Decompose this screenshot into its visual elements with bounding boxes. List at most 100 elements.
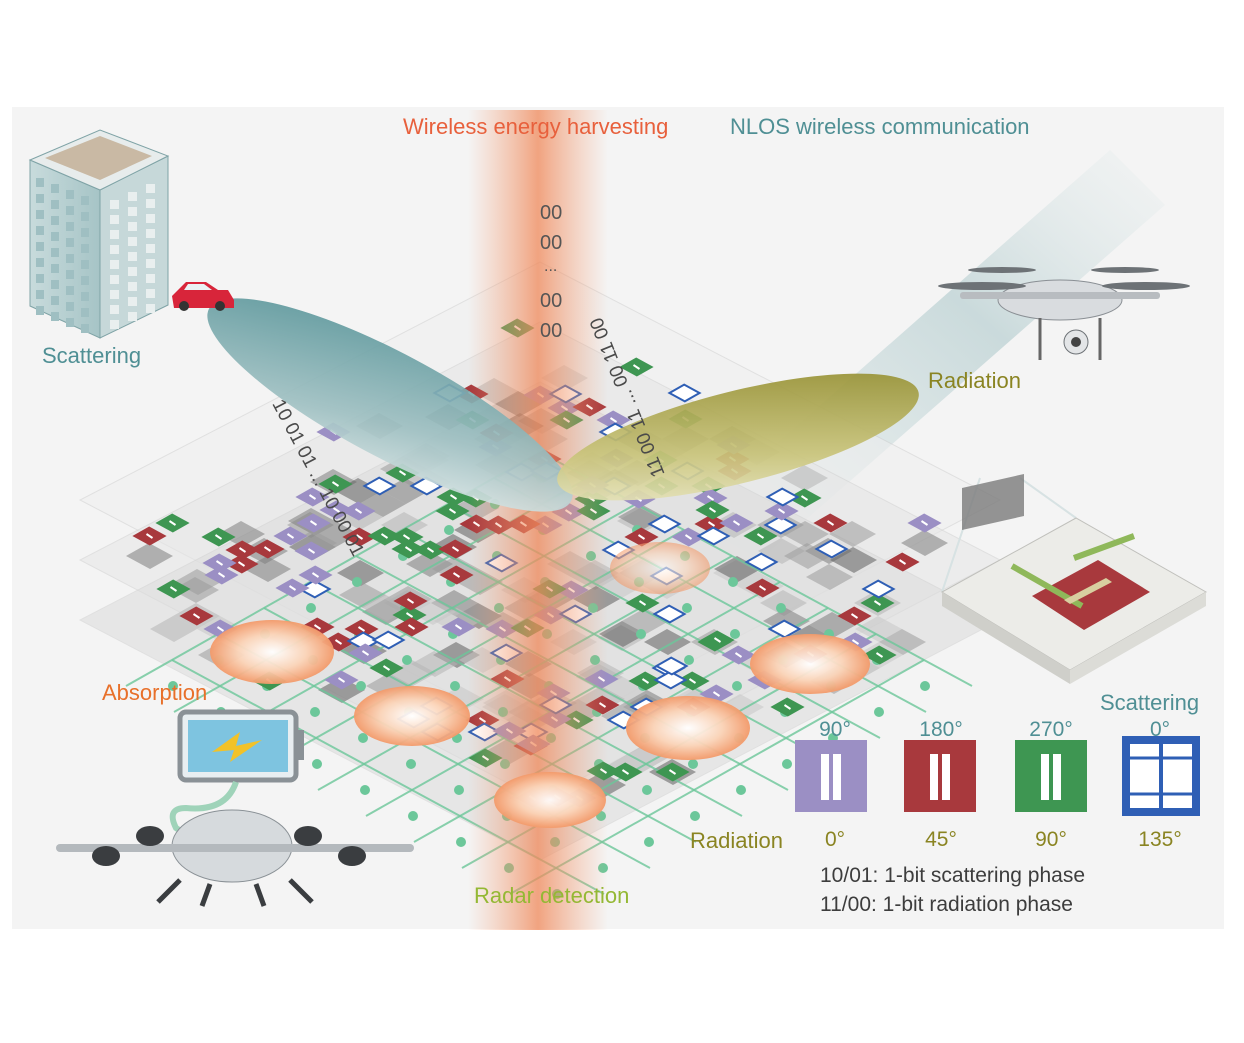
ground-drone-icon (56, 809, 414, 907)
unit-cell (225, 540, 260, 560)
feed-node (728, 577, 738, 587)
unit-cell (700, 630, 735, 650)
building-window (51, 232, 59, 241)
metasurface-tile (622, 608, 669, 634)
label-radar-detection: Radar detection (474, 883, 630, 908)
building-window (110, 245, 119, 254)
unit-cell (394, 617, 429, 637)
unit-cell (667, 383, 702, 403)
unit-cell (294, 541, 329, 561)
building-window (110, 200, 119, 209)
unit-cell (342, 527, 377, 547)
feed-node (920, 681, 930, 691)
building-window (81, 292, 89, 301)
building-window (81, 260, 89, 269)
feed-node (456, 837, 466, 847)
metasurface-tile (717, 694, 764, 720)
building-window (128, 192, 137, 201)
feed-node (454, 785, 464, 795)
feed-node (874, 707, 884, 717)
radiation-phase: 45° (925, 828, 957, 851)
label-absorption: Absorption (102, 680, 208, 705)
building-window (51, 248, 59, 257)
scattering-lobe (207, 298, 573, 512)
feed-node (644, 837, 654, 847)
building-window (36, 178, 44, 187)
drone-icon (938, 267, 1190, 360)
building-window (36, 274, 44, 283)
unit-cell (275, 578, 310, 598)
metasurface-tile (150, 616, 197, 642)
building-window (51, 264, 59, 273)
radiation-phase: 135° (1138, 828, 1182, 851)
unit-cell-zoom (941, 474, 1208, 684)
unit-cell (438, 539, 473, 559)
building-window (146, 229, 155, 238)
absorption-spot (626, 696, 750, 760)
building-window (36, 290, 44, 299)
unit-cell (132, 526, 167, 546)
feed-node (358, 733, 368, 743)
scattering-phase: 180° (919, 718, 963, 741)
legend-unit-cell (904, 740, 976, 812)
unit-cell (860, 593, 895, 613)
building-window (110, 215, 119, 224)
building-window (36, 258, 44, 267)
metasurface-tile (830, 547, 877, 573)
unit-cell (719, 513, 754, 533)
metasurface-tile (312, 521, 359, 547)
feed-node (402, 655, 412, 665)
metasurface-tile (318, 677, 365, 703)
building-icon (28, 129, 170, 339)
unit-cell (653, 670, 688, 690)
building-window (36, 226, 44, 235)
metasurface-tile (760, 590, 807, 616)
building-window (81, 244, 89, 253)
building-window (110, 230, 119, 239)
legend-scattering-title: Scattering (1100, 690, 1200, 715)
unit-cell (250, 539, 285, 559)
absorption-spot (494, 772, 606, 828)
unit-cell (654, 656, 689, 676)
label-energy-harvesting: Wireless energy harvesting (403, 114, 669, 139)
building-window (66, 270, 74, 279)
building-window (128, 222, 137, 231)
legend-radiation-title: Radiation (690, 828, 783, 853)
feed-node (450, 681, 460, 691)
building-window (66, 254, 74, 263)
metasurface-tile (381, 512, 428, 538)
building-window (146, 259, 155, 268)
feed-node (776, 603, 786, 613)
feed-node (356, 681, 366, 691)
building-window (36, 242, 44, 251)
building-window (36, 194, 44, 203)
building-window (66, 286, 74, 295)
feed-node (360, 785, 370, 795)
unit-cell (295, 487, 330, 507)
battery-icon (169, 709, 304, 845)
unit-cell (318, 474, 353, 494)
building-window (146, 199, 155, 208)
metasurface-tile (782, 521, 829, 547)
unit-cell (744, 552, 779, 572)
feed-node (406, 759, 416, 769)
radiation-phase: 0° (824, 828, 846, 851)
unit-cell (885, 552, 920, 572)
unit-cell (393, 591, 428, 611)
label-scattering: Scattering (42, 343, 142, 368)
unit-cell (625, 593, 660, 613)
unit-cell (770, 697, 805, 717)
feed-node (730, 629, 740, 639)
building-window (110, 320, 119, 329)
unit-cell (439, 565, 474, 585)
unit-cell (156, 579, 191, 599)
unit-cell (296, 513, 331, 533)
feed-node (688, 759, 698, 769)
feed-node (682, 603, 692, 613)
absorption-spot (354, 686, 470, 746)
metasurface-tile (174, 569, 221, 595)
feed-node (444, 525, 454, 535)
unit-cell (814, 539, 849, 559)
building-window (146, 289, 155, 298)
legend-unit-cell (795, 740, 867, 812)
